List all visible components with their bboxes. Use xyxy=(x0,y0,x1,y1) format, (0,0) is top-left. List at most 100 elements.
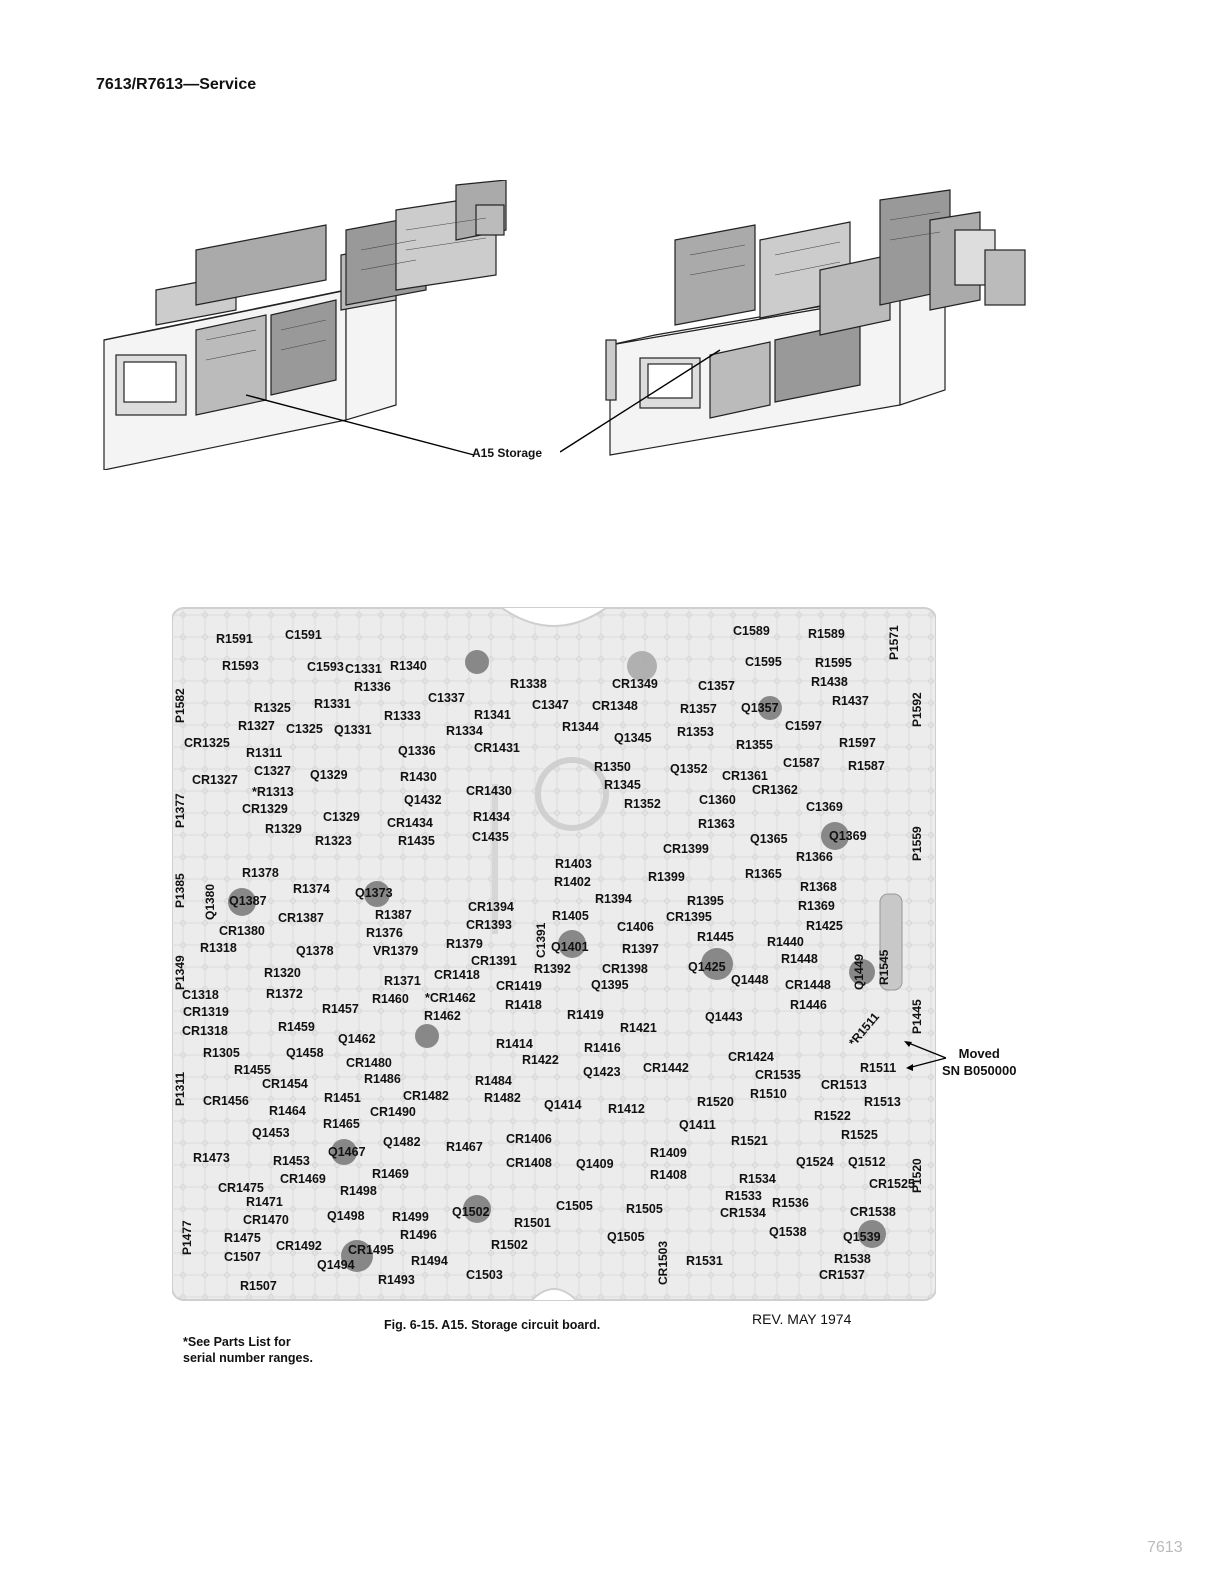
component-label: R1455 xyxy=(234,1063,271,1077)
moved-note: Moved SN B050000 xyxy=(942,1045,1016,1079)
component-label: R1434 xyxy=(473,810,510,824)
connector-label: P1311 xyxy=(173,1071,187,1106)
component-label: CR1482 xyxy=(403,1089,449,1103)
component-label: C1337 xyxy=(428,691,465,705)
component-label: Q1336 xyxy=(398,744,436,758)
component-label: CR1442 xyxy=(643,1061,689,1075)
component-label: VR1379 xyxy=(373,944,419,958)
component-label: CR1380 xyxy=(219,924,265,938)
component-label: CR1348 xyxy=(592,699,638,713)
component-label: CR1475 xyxy=(218,1181,264,1195)
component-label: CR1537 xyxy=(819,1268,865,1282)
component-label: R1505 xyxy=(626,1202,663,1216)
component-label: R1399 xyxy=(648,870,685,884)
connector-label: C1391 xyxy=(534,922,548,958)
moved-arrows xyxy=(904,1041,947,1071)
component-label: R1341 xyxy=(474,708,511,722)
component-label: R1453 xyxy=(273,1154,310,1168)
component-label: R1511 xyxy=(860,1061,897,1075)
component-label: CR1470 xyxy=(243,1213,289,1227)
component-label: R1445 xyxy=(697,930,734,944)
component-label: R1493 xyxy=(378,1273,415,1287)
connector-label: Q1380 xyxy=(203,883,217,920)
component-label: C1595 xyxy=(745,655,782,669)
component-label: Q1411 xyxy=(679,1118,716,1132)
component-label: Q1409 xyxy=(576,1157,614,1171)
component-label: CR1490 xyxy=(370,1105,416,1119)
component-label: CR1525 xyxy=(869,1177,915,1191)
connector-label: P1582 xyxy=(173,688,187,723)
component-label: CR1406 xyxy=(506,1132,552,1146)
component-label: R1334 xyxy=(446,724,483,738)
component-label: R1437 xyxy=(832,694,869,708)
component-label: R1591 xyxy=(216,632,253,646)
component-label: Q1352 xyxy=(670,762,708,776)
component-label: R1363 xyxy=(698,817,735,831)
component-label: R1460 xyxy=(372,992,409,1006)
footnote: *See Parts List for serial number ranges… xyxy=(183,1334,313,1366)
component-label: CR1398 xyxy=(602,962,648,976)
connector-label: P1571 xyxy=(887,625,901,660)
component-label: Q1498 xyxy=(327,1209,365,1223)
component-label: CR1319 xyxy=(183,1005,229,1019)
figure-caption: Fig. 6-15. A15. Storage circuit board. xyxy=(384,1318,601,1332)
component-label: C1406 xyxy=(617,920,654,934)
component-label: R1457 xyxy=(322,1002,359,1016)
component-label: CR1454 xyxy=(262,1077,308,1091)
component-label: R1465 xyxy=(323,1117,360,1131)
component-label: R1369 xyxy=(798,899,835,913)
component-label: CR1361 xyxy=(722,769,768,783)
component-label: Q1331 xyxy=(334,723,372,737)
component-label: R1422 xyxy=(522,1053,559,1067)
component-label: R1394 xyxy=(595,892,632,906)
component-label: CR1534 xyxy=(720,1206,766,1220)
component-label: R1402 xyxy=(554,875,591,889)
component-label: R1435 xyxy=(398,834,435,848)
component-label: R1534 xyxy=(739,1172,776,1186)
component-label: R1531 xyxy=(686,1254,723,1268)
component-label: R1327 xyxy=(238,719,275,733)
component-label: C1318 xyxy=(182,988,219,1002)
component-label: R1318 xyxy=(200,941,237,955)
component-label: C1360 xyxy=(699,793,736,807)
component-label: Q1414 xyxy=(544,1098,582,1112)
connector-label: P1377 xyxy=(173,793,187,828)
moved-note-line1: Moved xyxy=(958,1046,1000,1061)
component-label: CR1424 xyxy=(728,1050,774,1064)
component-label: R1378 xyxy=(242,866,279,880)
component-label: CR1395 xyxy=(666,910,712,924)
component-label: R1464 xyxy=(269,1104,306,1118)
component-label: Q1373 xyxy=(355,886,393,900)
circuit-board-photo xyxy=(172,607,936,1301)
component-label: R1525 xyxy=(841,1128,878,1142)
component-label: R1325 xyxy=(254,701,291,715)
component-label: C1587 xyxy=(783,756,820,770)
component-label: R1355 xyxy=(736,738,773,752)
component-label: R1446 xyxy=(790,998,827,1012)
connector-label: P1520 xyxy=(910,1158,924,1193)
component-label: R1425 xyxy=(806,919,843,933)
component-label: C1503 xyxy=(466,1268,503,1282)
component-label: C1589 xyxy=(733,624,770,638)
component-label: R1484 xyxy=(475,1074,512,1088)
component-label: R1331 xyxy=(314,697,351,711)
component-label: CR1391 xyxy=(471,954,517,968)
component-label: R1397 xyxy=(622,942,659,956)
component-label: Q1458 xyxy=(286,1046,324,1060)
component-label: R1403 xyxy=(555,857,592,871)
component-label: R1387 xyxy=(375,908,412,922)
a15-storage-callout: A15 Storage xyxy=(472,446,543,460)
component-label: CR1399 xyxy=(663,842,709,856)
component-label: R1311 xyxy=(246,746,283,760)
component-label: CR1408 xyxy=(506,1156,552,1170)
component-label: R1448 xyxy=(781,952,818,966)
component-label: R1329 xyxy=(265,822,302,836)
component-label: Q1425 xyxy=(688,960,726,974)
component-label: Q1423 xyxy=(583,1065,621,1079)
exploded-view-7613-illustration xyxy=(103,180,507,470)
component-label: Q1539 xyxy=(843,1230,881,1244)
component-label: Q1448 xyxy=(731,973,769,987)
connector-label: P1559 xyxy=(910,826,924,861)
component-label: C1369 xyxy=(806,800,843,814)
component-label: CR1538 xyxy=(850,1205,896,1219)
